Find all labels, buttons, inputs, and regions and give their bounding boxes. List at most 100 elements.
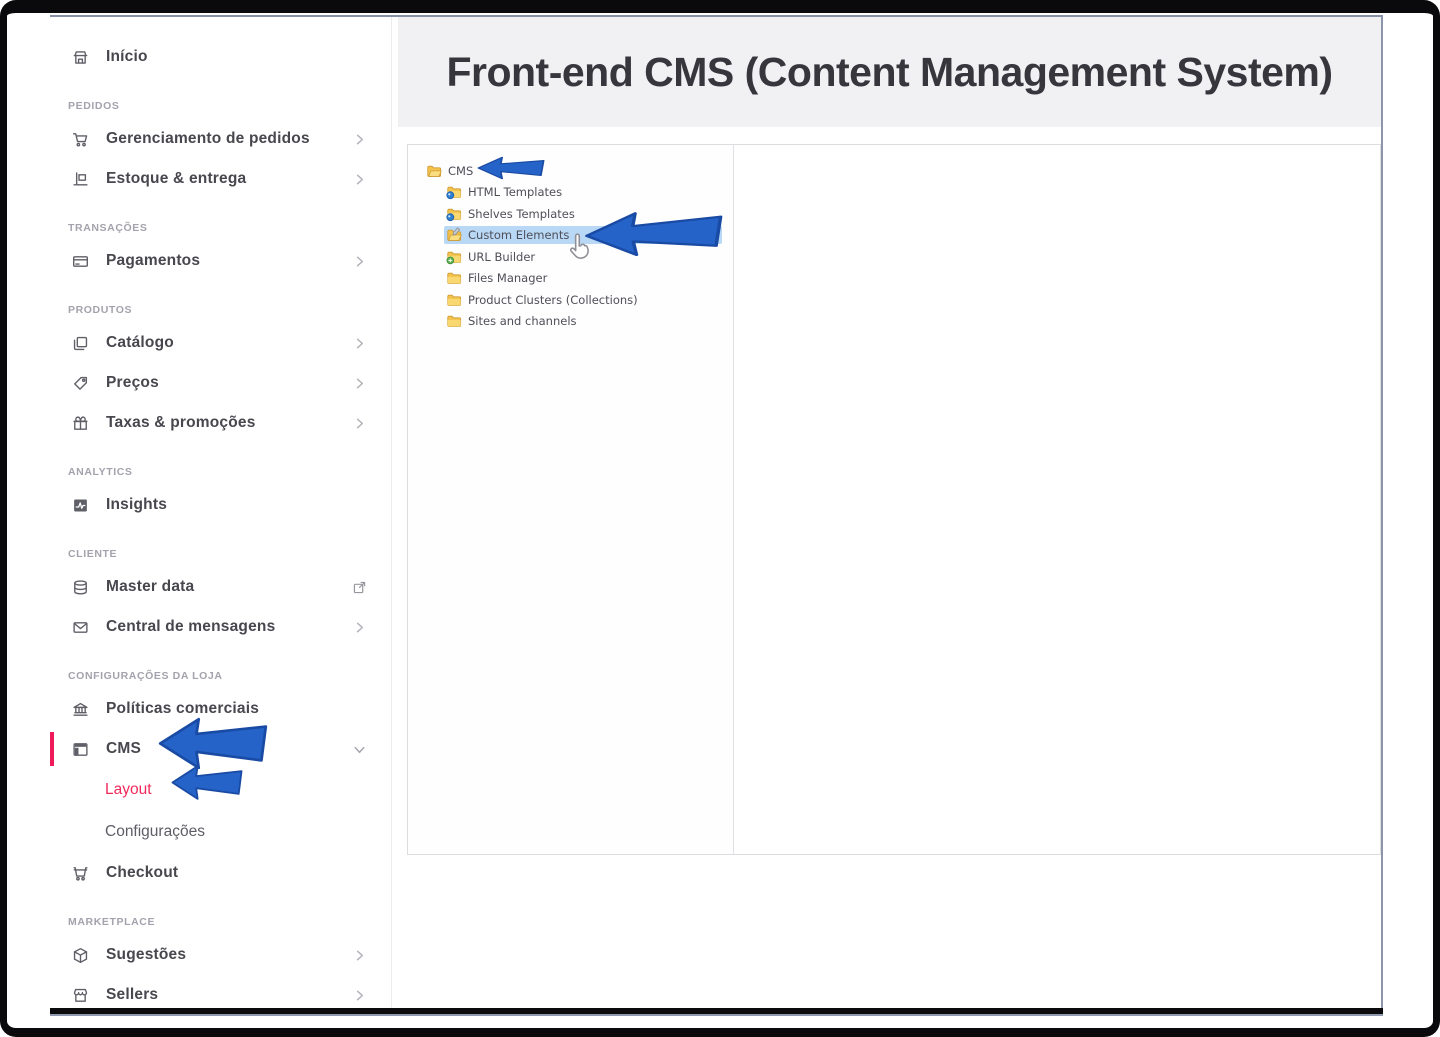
- chevron-right-icon: [352, 948, 367, 963]
- sidebar-item-label: Sugestões: [106, 946, 187, 963]
- tree-item-shelves-templates[interactable]: Shelves Templates: [408, 203, 733, 225]
- tree-item-inner: HTML Templates: [444, 183, 568, 201]
- sidebar-item-label: Início: [106, 48, 148, 65]
- chevron-right-icon: [352, 254, 367, 269]
- sidebar-item-pagamentos[interactable]: Pagamentos: [50, 241, 391, 281]
- external-link-icon: [352, 580, 367, 595]
- folder-open-icon: [426, 163, 442, 179]
- tree-item-label: Shelves Templates: [468, 206, 575, 221]
- chevron-right-icon: [352, 132, 367, 147]
- tree-item-url-builder[interactable]: URL Builder: [408, 246, 733, 268]
- window-bottom-bar: [50, 1008, 1383, 1016]
- shop-icon: [72, 987, 89, 1004]
- tree-item-files-manager[interactable]: Files Manager: [408, 268, 733, 290]
- folder-icon: [446, 292, 462, 308]
- sidebar-item-catalogo[interactable]: Catálogo: [50, 323, 391, 363]
- sidebar-section-produtos: PRODUTOS: [68, 304, 133, 316]
- tree-item-inner: Files Manager: [444, 269, 553, 287]
- tree-item-label: URL Builder: [468, 249, 536, 264]
- tree-item-label: Sites and channels: [468, 314, 577, 329]
- sidebar-item-label: Preços: [106, 374, 159, 391]
- gift-icon: [72, 415, 89, 432]
- database-icon: [72, 579, 89, 596]
- tree-item-product-clusters-collections[interactable]: Product Clusters (Collections): [408, 289, 733, 311]
- layers-icon: [72, 335, 89, 352]
- tree-item-inner: Custom Elements: [444, 226, 722, 245]
- tree-item-label: CMS: [448, 163, 474, 178]
- sidebar-item-label: Pagamentos: [106, 252, 201, 269]
- tree-item-label: Product Clusters (Collections): [468, 292, 638, 307]
- cube-icon: [72, 947, 89, 964]
- folder-icon: [446, 270, 462, 286]
- chevron-down-icon: [352, 742, 367, 757]
- chevron-right-icon: [352, 416, 367, 431]
- folder-icon: [446, 313, 462, 329]
- sidebar-item-label: Estoque & entrega: [106, 170, 247, 187]
- folder-edit-icon: [446, 227, 462, 243]
- sidebar-item-label: Sellers: [106, 986, 159, 1003]
- storefront-icon: [72, 49, 89, 66]
- sidebar-item-gerenciamento-de-pedidos[interactable]: Gerenciamento de pedidos: [50, 119, 391, 159]
- chevron-right-icon: [352, 336, 367, 351]
- sidebar-subitem-label: Configurações: [105, 823, 205, 840]
- sidebar-item-cms[interactable]: CMS: [50, 729, 391, 769]
- tree-item-cms[interactable]: CMS: [408, 160, 733, 182]
- sidebar-item-label: Central de mensagens: [106, 618, 276, 635]
- sidebar-item-central-de-mensagens[interactable]: Central de mensagens: [50, 607, 391, 647]
- sidebar-item-sellers[interactable]: Sellers: [50, 975, 391, 1008]
- mail-icon: [72, 619, 89, 636]
- sidebar-item-label: Master data: [106, 578, 195, 595]
- tree-item-inner: Product Clusters (Collections): [444, 291, 644, 309]
- cms-layout-icon: [72, 741, 89, 758]
- sidebar-item-insights[interactable]: Insights: [50, 485, 391, 525]
- sidebar-item-estoque-entrega[interactable]: Estoque & entrega: [50, 159, 391, 199]
- sidebar-item-master-data[interactable]: Master data: [50, 567, 391, 607]
- sidebar-section-pedidos: PEDIDOS: [68, 100, 120, 112]
- cart-icon: [72, 131, 89, 148]
- sidebar-item-checkout[interactable]: Checkout: [50, 853, 391, 893]
- sidebar-item-label: Checkout: [106, 864, 179, 881]
- sidebar-item-label: Taxas & promoções: [106, 414, 256, 431]
- chart-icon: [72, 497, 89, 514]
- tag-icon: [72, 375, 89, 392]
- sidebar-item-politicas-comerciais[interactable]: Políticas comerciais: [50, 689, 391, 729]
- tree-item-html-templates[interactable]: HTML Templates: [408, 182, 733, 204]
- folder-template-icon: [446, 184, 462, 200]
- sidebar-item-label: Insights: [106, 496, 168, 513]
- chevron-right-icon: [352, 376, 367, 391]
- folder-url-icon: [446, 249, 462, 265]
- sidebar-item-label: Catálogo: [106, 334, 174, 351]
- tree-item-label: HTML Templates: [468, 185, 563, 200]
- tree-item-label: Files Manager: [468, 271, 548, 286]
- sidebar-item-taxas-promocoes[interactable]: Taxas & promoções: [50, 403, 391, 443]
- sidebar-item-precos[interactable]: Preços: [50, 363, 391, 403]
- sidebar-item-layout[interactable]: Layout: [50, 769, 391, 811]
- sidebar-section-cliente: CLIENTE: [68, 548, 118, 560]
- sidebar-item-inicio[interactable]: Início: [50, 37, 391, 77]
- bank-icon: [72, 701, 89, 718]
- sidebar-section-analytics: ANALYTICS: [68, 466, 133, 478]
- sidebar-section-transacoes: TRANSAÇÕES: [68, 222, 148, 234]
- tree-item-inner: URL Builder: [444, 248, 541, 266]
- sidebar-item-configuracoes[interactable]: Configurações: [50, 811, 391, 853]
- sidebar-subitem-label: Layout: [105, 781, 152, 798]
- chevron-right-icon: [352, 988, 367, 1003]
- tree-item-custom-elements[interactable]: Custom Elements: [408, 225, 733, 247]
- credit-card-icon: [72, 253, 89, 270]
- sidebar-item-sugestoes[interactable]: Sugestões: [50, 935, 391, 975]
- tree-item-sites-and-channels[interactable]: Sites and channels: [408, 311, 733, 333]
- detail-pane: [735, 145, 1380, 854]
- chevron-right-icon: [352, 620, 367, 635]
- tree-item-inner: Shelves Templates: [444, 205, 581, 223]
- sidebar-section-configuracoes-da-loja: CONFIGURAÇÕES DA LOJA: [68, 670, 223, 682]
- page-header: Front-end CMS (Content Management System…: [398, 17, 1381, 127]
- tree-item-inner: CMS: [424, 162, 479, 180]
- tree-item-label: Custom Elements: [468, 228, 570, 243]
- sidebar-item-label: Políticas comerciais: [106, 700, 260, 717]
